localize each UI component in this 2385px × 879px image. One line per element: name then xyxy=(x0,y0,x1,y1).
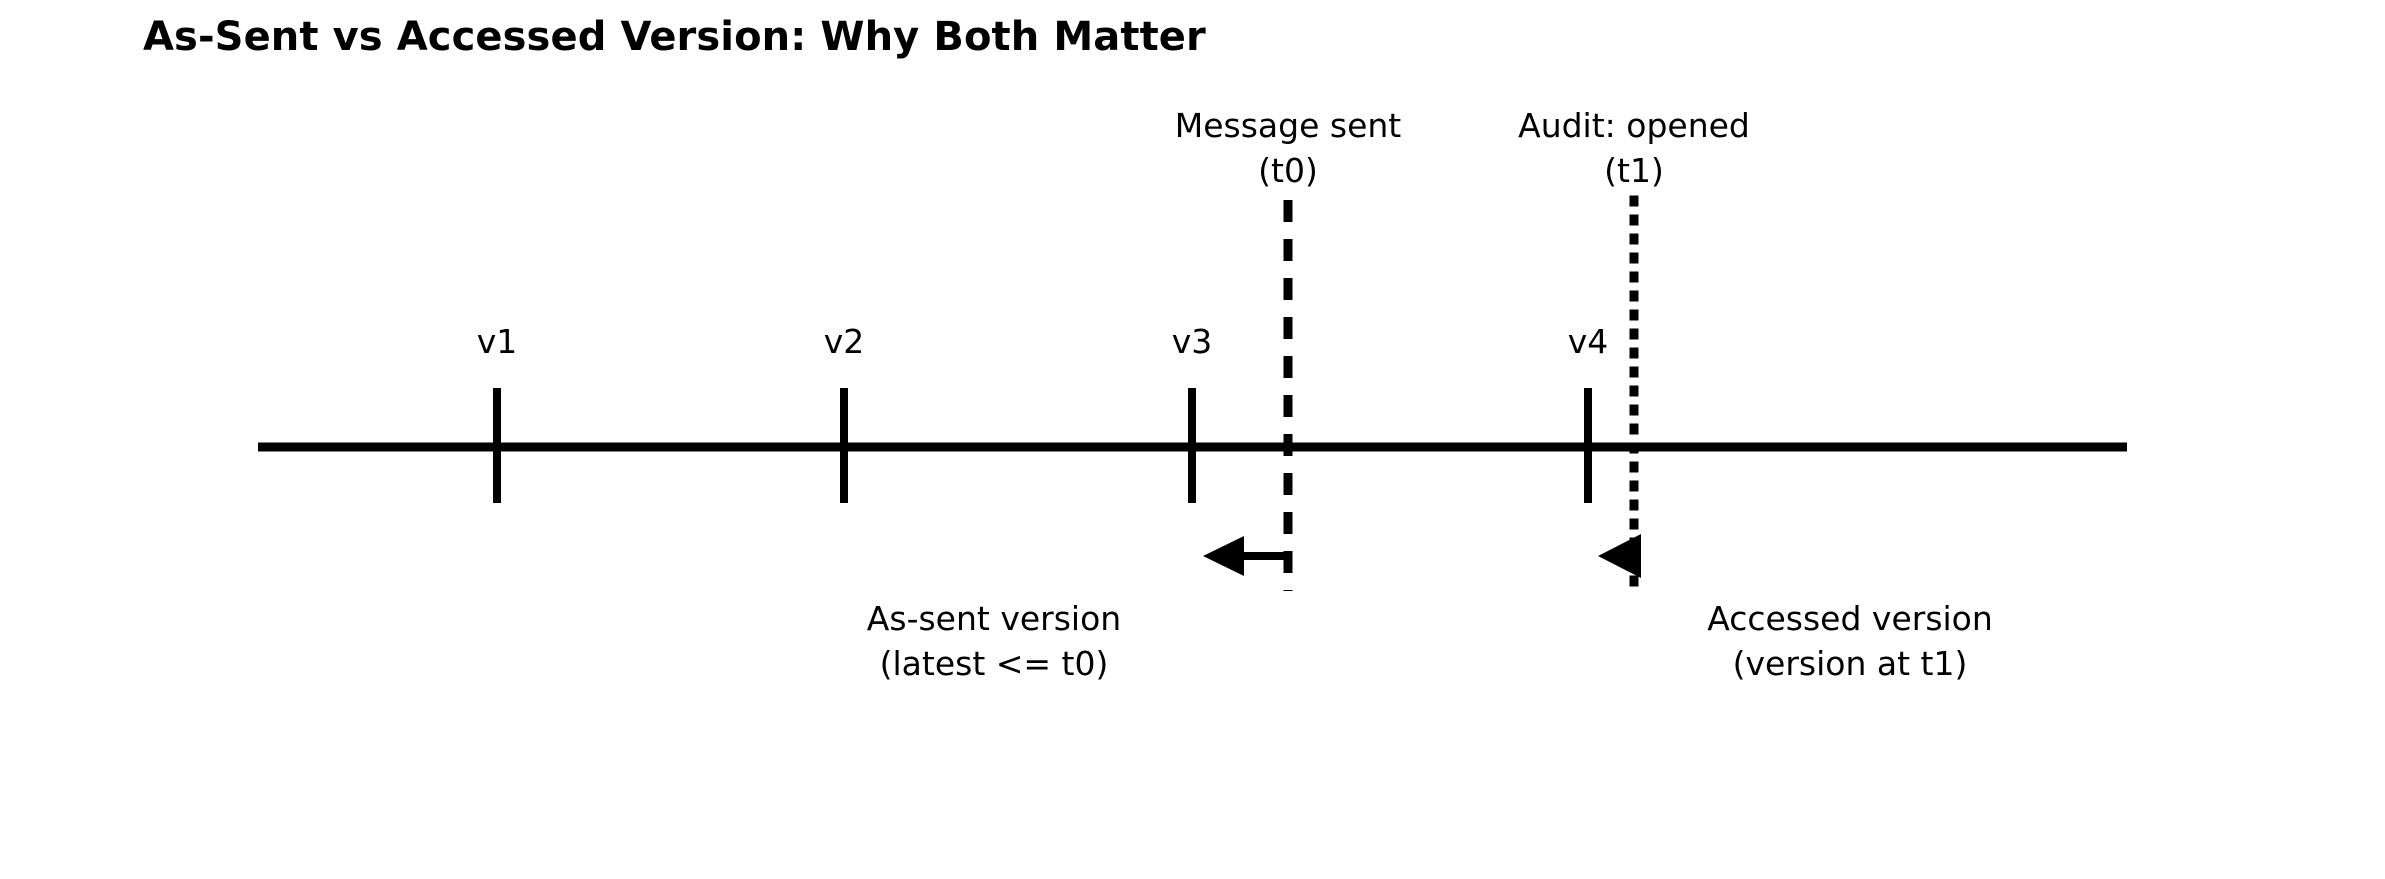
event-label-message-sent-line2: (t0) xyxy=(1258,151,1318,190)
page-title: As-Sent vs Accessed Version: Why Both Ma… xyxy=(143,14,1206,60)
arrow-as-sent-version xyxy=(1203,536,1288,576)
annotation-accessed-version-line1: Accessed version xyxy=(1707,599,1993,638)
annotation-as-sent-version-line1: As-sent version xyxy=(866,599,1122,638)
event-label-audit-opened-line1: Audit: opened xyxy=(1518,106,1750,145)
event-label-audit-opened: Audit: opened (t1) xyxy=(1518,103,1750,193)
annotation-as-sent-version-line2: (latest <= t0) xyxy=(879,644,1109,683)
version-label-v3: v3 xyxy=(1171,322,1213,361)
annotation-accessed-version: Accessed version (version at t1) xyxy=(1707,596,1993,686)
version-label-v4: v4 xyxy=(1567,322,1609,361)
event-label-message-sent-line1: Message sent xyxy=(1174,106,1402,145)
version-label-v1: v1 xyxy=(476,322,518,361)
event-label-audit-opened-line2: (t1) xyxy=(1604,151,1664,190)
event-label-message-sent: Message sent (t0) xyxy=(1175,103,1401,193)
version-label-v2: v2 xyxy=(823,322,865,361)
annotation-as-sent-version: As-sent version (latest <= t0) xyxy=(867,596,1121,686)
arrow-accessed-version xyxy=(1598,534,1641,578)
annotation-accessed-version-line2: (version at t1) xyxy=(1732,644,1968,683)
